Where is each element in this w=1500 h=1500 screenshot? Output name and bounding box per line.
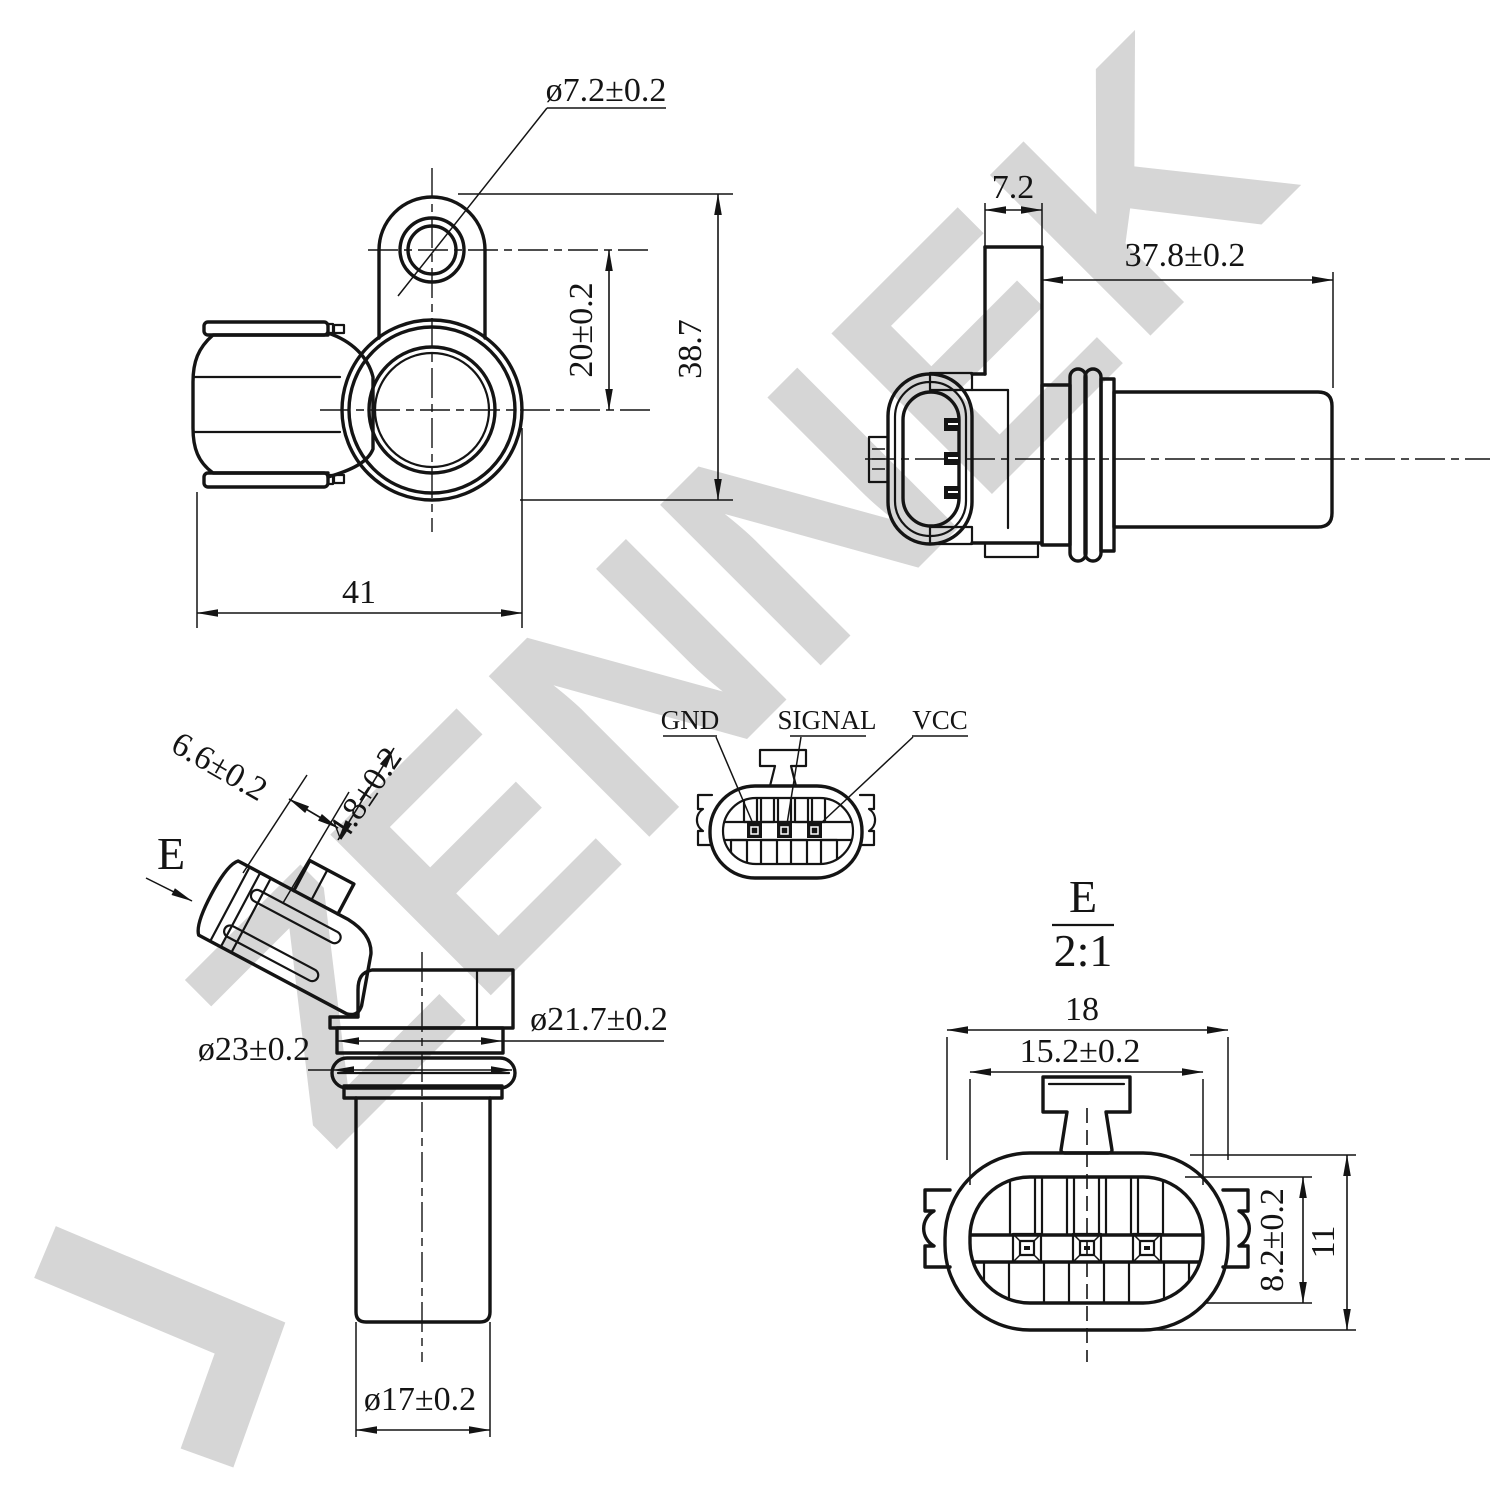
pin-label-gnd: GND [661, 705, 720, 735]
dim-detail-outer-width: 18 [1065, 991, 1099, 1028]
detail-view: E 2:1 [921, 871, 1356, 1362]
side-pin-slots [944, 418, 960, 499]
dim-detail-inner-height: 8.2±0.2 [1254, 1188, 1291, 1292]
dim-body-length: 37.8±0.2 [1125, 237, 1246, 274]
pinout-view: GND SIGNAL VCC [661, 705, 968, 880]
watermark-text: ZENNEK [118, 0, 1355, 1206]
angled-connector [196, 858, 373, 1017]
side-view: 7.2 37.8±0.2 [865, 169, 1490, 563]
detail-title-scale: 2:1 [1054, 925, 1113, 976]
dim-tab-width: 7.2 [992, 169, 1035, 206]
front-view: ø7.2±0.2 20±0.2 38.7 41 [191, 72, 733, 628]
dim-hole-diameter: ø7.2±0.2 [546, 72, 667, 109]
dim-flange-diameter: ø21.7±0.2 [530, 1001, 668, 1038]
view-arrow-label: E [157, 828, 185, 879]
pin-label-vcc: VCC [912, 705, 968, 735]
dim-overall-width: 41 [342, 574, 376, 611]
dim-boot-length: 6.6±0.2 [165, 725, 273, 809]
watermark-chevron [34, 1226, 286, 1468]
dim-detail-inner-width: 15.2±0.2 [1020, 1033, 1141, 1070]
ear-hole-inner [406, 224, 458, 276]
detail-title-letter: E [1069, 871, 1097, 922]
dim-hole-offset: 20±0.2 [563, 282, 600, 377]
ear-hole-outer [398, 216, 466, 284]
pin-label-signal: SIGNAL [778, 705, 877, 735]
dim-barrel-diameter: ø17±0.2 [364, 1381, 476, 1418]
dim-overall-height: 38.7 [672, 319, 709, 379]
detail-pins [1011, 1232, 1163, 1264]
angled-view: E 6.6±0.2 4.8±0.2 ø21.7±0.2 ø23±0.2 ø17± [145, 725, 668, 1437]
pinout-pins [747, 823, 822, 838]
dim-oring-diameter: ø23±0.2 [198, 1031, 310, 1068]
dim-detail-outer-height: 11 [1305, 1226, 1342, 1259]
